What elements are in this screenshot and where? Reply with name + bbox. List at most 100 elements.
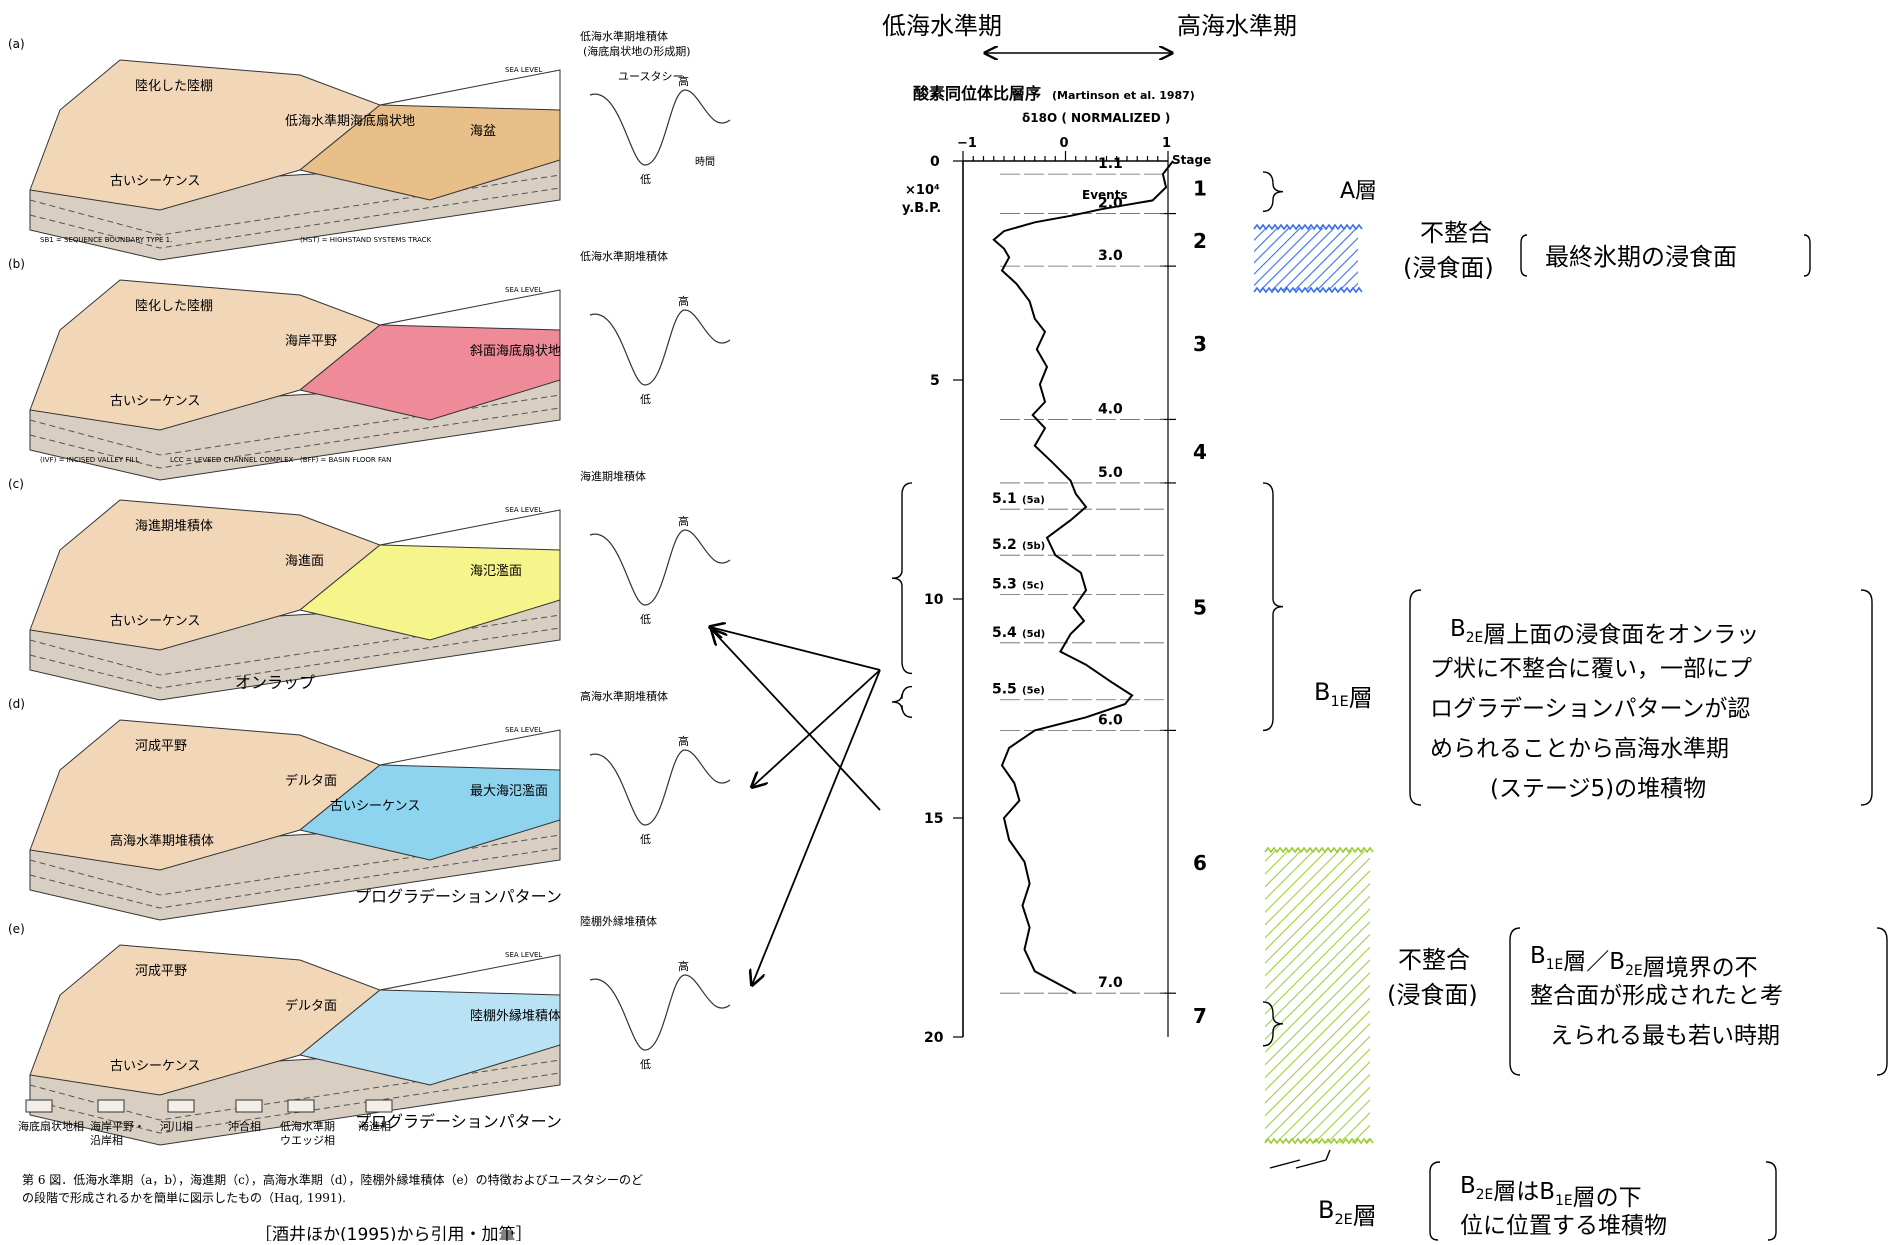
y-tick-label: 5 [930, 373, 940, 389]
correlation-arrow [710, 627, 881, 671]
event-label: 5.4 [992, 625, 1017, 641]
y-unit: y.B.P. [902, 201, 941, 216]
annotation-label: オンラップ [235, 673, 315, 692]
event-label: 4.0 [1098, 401, 1123, 417]
b1e-note-line: B2E層上面の浸食面をオンラッ [1450, 616, 1759, 648]
legend-swatch [25, 1099, 53, 1113]
isotope-curve [992, 160, 1174, 995]
panel-label: (d) [8, 697, 25, 711]
deposit-body [298, 544, 561, 641]
diagram-label: 古いシーケンス [110, 614, 200, 629]
annotation-label: プログラデーションパターン [355, 887, 562, 906]
y-tick-label: 15 [924, 811, 943, 827]
chart-title: 酸素同位体比層序 [913, 84, 1041, 103]
diagram-label: 斜面海底扇状地 [470, 343, 561, 359]
deposit-body [298, 989, 561, 1086]
eustasy-title: ユースタシー [618, 70, 683, 83]
facies-legend: 海底扇状地相海岸平野・沿岸相河川相沖合相低海水準期ウエッジ相海進相 [18, 1099, 393, 1147]
stage-number: 2 [1193, 229, 1207, 253]
event-label: 1.1 [1098, 156, 1123, 172]
legend-label: 海底扇状地相 [18, 1119, 84, 1133]
correlation-arrow [752, 669, 881, 787]
low-label: 低 [640, 833, 651, 846]
legend-label: 河川相 [160, 1120, 193, 1133]
note-bracket [1876, 927, 1888, 1076]
diagram-label: 海岸平野 [285, 334, 337, 349]
strata-line [29, 407, 561, 469]
high-sea-level-heading: 高海水準期 [1177, 12, 1297, 40]
event-label: 7.0 [1098, 975, 1123, 991]
layer-b1e-label: B1E層 [1314, 678, 1373, 712]
legend-label: 海岸平野・ [90, 1119, 145, 1133]
inset-title: 低海水準期堆積体 [580, 249, 668, 263]
stage-number: 1 [1193, 176, 1207, 200]
eustasy-curve [589, 89, 731, 166]
y-tick-label: 20 [924, 1030, 944, 1046]
b1e-note-line: ログラデーションパターンが認 [1430, 696, 1750, 722]
x-tick-label: −1 [957, 136, 977, 151]
diagram-label: 最大海氾濫面 [470, 784, 548, 799]
events-label: Events [1082, 188, 1128, 202]
note-bracket [1803, 234, 1811, 277]
zigzag-edge [1264, 1137, 1374, 1145]
sea-level-label: SEA LEVEL [505, 726, 542, 734]
strata-line [29, 187, 561, 249]
correlation-arrow [752, 669, 881, 985]
diagram-label: 海盆 [470, 124, 496, 139]
unconformity1-band [1254, 228, 1358, 290]
event-sublabel: (5d) [1022, 629, 1045, 640]
low-label: 低 [640, 613, 651, 626]
low-label: 低 [640, 393, 651, 406]
legend-label: 海進相 [358, 1119, 391, 1133]
zigzag-edge [1253, 286, 1363, 294]
unconformity2-sublabel: (浸食面) [1387, 981, 1478, 1009]
high-label: 高 [678, 514, 689, 528]
stage-number: 5 [1193, 596, 1207, 620]
b2e-note-line: B2E層はB1E層の下 [1460, 1173, 1642, 1211]
block-frame [379, 729, 561, 770]
sequence-stratigraphy-figure: (a)SEA LEVEL陸化した陸棚低海水準期海底扇状地海盆古いシーケンスSB1… [8, 29, 731, 1146]
inset-title: 高海水準期堆積体 [580, 689, 668, 703]
layer-a-label: A層 [1340, 179, 1377, 204]
deposit-body [298, 324, 561, 421]
correlation-arrows [710, 627, 881, 985]
stage-number: 6 [1193, 851, 1207, 875]
strata-line [29, 627, 561, 689]
event-label: 5.3 [992, 577, 1017, 593]
block-frame [379, 954, 561, 995]
legend-swatch [167, 1099, 195, 1113]
x-axis-title: δ18O ( NORMALIZED ) [1022, 111, 1170, 125]
diagram-caption: (HST) = HIGHSTAND SYSTEMS TRACK [300, 236, 432, 244]
b2e-note-line: 位に位置する堆積物 [1460, 1213, 1667, 1239]
diagram-label: 海進期堆積体 [135, 519, 213, 534]
figure-caption-line2: の段階で形成されるかを簡単に図示したもの（Haq, 1991). [22, 1190, 346, 1205]
shelf-surface [29, 499, 381, 651]
low-label: 低 [640, 173, 651, 186]
diagram-label: 河成平野 [135, 739, 187, 754]
diagram-label: 古いシーケンス [110, 174, 200, 189]
unconformity2-note-line: B1E層／B2E層境界の不 [1530, 943, 1758, 981]
high-label: 高 [678, 959, 689, 973]
correlation-arrow [712, 630, 881, 811]
eustasy-curve [589, 749, 731, 826]
shelf-surface [29, 719, 381, 871]
sea-level-label: SEA LEVEL [505, 951, 542, 959]
diagram-label: 低海水準期海底扇状地 [285, 113, 415, 129]
deposit-body [298, 104, 561, 201]
eustasy-curve [589, 974, 731, 1051]
diagram-label: 古いシーケンス [330, 799, 420, 814]
block-diagram-a: (a)SEA LEVEL陸化した陸棚低海水準期海底扇状地海盆古いシーケンスSB1… [8, 29, 731, 261]
legend-label: ウエッジ相 [280, 1134, 335, 1147]
block-frame [379, 69, 561, 110]
inset-title: 海進期堆積体 [580, 469, 646, 483]
diagram-label: 海氾濫面 [470, 564, 522, 579]
y-tick-label: 0 [930, 154, 940, 170]
layer-b1e-brace [1262, 482, 1284, 732]
sea-level-label: SEA LEVEL [505, 506, 542, 514]
diagram-label: 高海水準期堆積体 [110, 833, 214, 849]
block-frame [379, 509, 561, 550]
zigzag-edge [1264, 846, 1374, 854]
diagram-caption: SB1 = SEQUENCE BOUNDARY TYPE 1. [40, 236, 172, 244]
legend-swatch [365, 1099, 393, 1113]
